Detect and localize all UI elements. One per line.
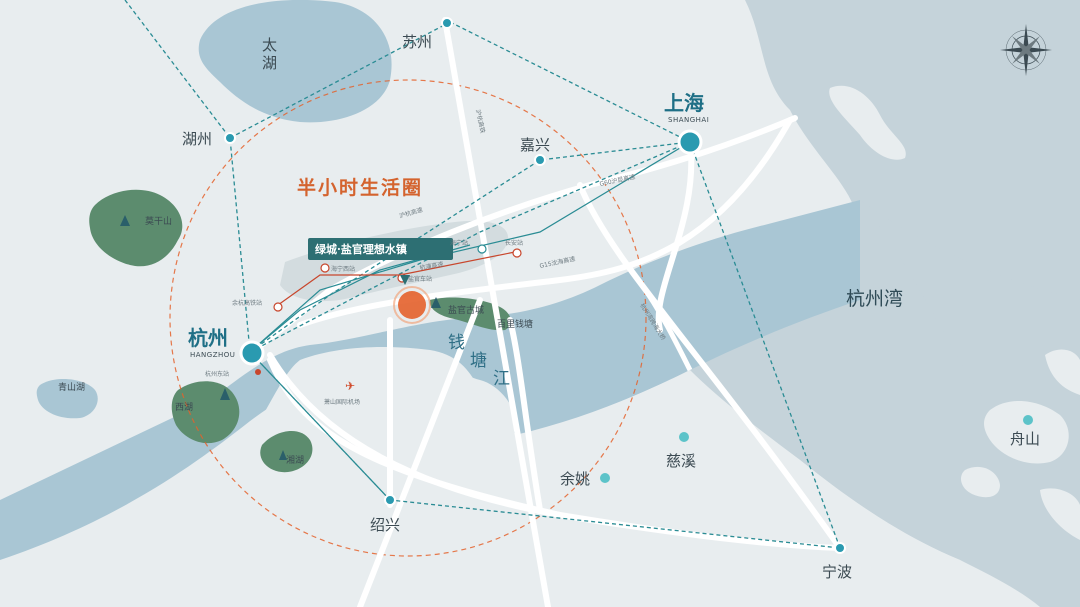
jiaxing-label: 嘉兴 [520, 136, 550, 154]
compass-rose-icon [1000, 24, 1052, 76]
baili-qiantang-label: 百里钱塘 [497, 318, 533, 330]
moganshan-forest [89, 189, 183, 267]
highway-network [252, 17, 843, 607]
qingshanhu-label: 青山湖 [58, 381, 85, 393]
yuhang-station-marker[interactable] [273, 302, 283, 312]
qiantang-label-2: 塘 [470, 351, 487, 371]
yanguan-station-label: 盐官车站 [408, 275, 432, 283]
qingshanhu-lake [36, 378, 98, 419]
xianghu-tree-icon [279, 450, 287, 460]
half-hour-circle [169, 79, 647, 557]
hangzhou-east-marker[interactable] [255, 369, 261, 375]
zhoushan-island [984, 400, 1069, 464]
island-2 [1045, 349, 1080, 395]
ningbo-label: 宁波 [822, 563, 852, 581]
yanguan-tree-icon [431, 297, 441, 308]
island-4 [1040, 488, 1080, 540]
hangzhou-bay-bridge [637, 280, 693, 372]
project-marker[interactable] [393, 286, 431, 324]
huzhou-label: 湖州 [182, 130, 212, 148]
taihu-label-2: 湖 [262, 54, 277, 72]
yuyao-marker[interactable] [600, 473, 610, 483]
shaoxing-marker[interactable] [384, 494, 396, 506]
qiantang-label-3: 江 [493, 369, 510, 389]
changan-station-label: 长安站 [505, 239, 523, 247]
map-title: 半小时生活圈 [297, 176, 423, 199]
project-label: 绿城·盐官理想水镇 [315, 242, 407, 256]
airport-icon: ✈ [345, 379, 355, 393]
xihu-tree-icon [220, 388, 230, 400]
shanghai-label: 上海 [664, 91, 704, 115]
huzhou-marker[interactable] [224, 132, 236, 144]
island-1 [829, 85, 906, 160]
xianghu-forest [260, 430, 313, 473]
moganshan-label: 莫干山 [145, 215, 172, 227]
haining-west-marker[interactable] [320, 263, 330, 273]
suzhou-marker[interactable] [441, 17, 453, 29]
yanguan-forest [429, 297, 511, 331]
zhoushan-marker[interactable] [1023, 415, 1033, 425]
taihu-label-1: 太 [262, 36, 277, 54]
hangzhou-marker[interactable] [239, 340, 265, 366]
city-markers [224, 17, 1033, 554]
haining-west-label: 海宁西站 [331, 265, 355, 273]
jiaxing-marker[interactable] [534, 154, 546, 166]
hangzhou-en-label: HANGZHOU [190, 351, 235, 359]
project-banner [308, 238, 453, 260]
moganshan-tree-icon [120, 215, 130, 226]
qiantang-label-1: 钱 [448, 333, 465, 353]
zhoushan-label: 舟山 [1010, 430, 1040, 448]
project-pin [400, 275, 410, 285]
yuyao-label: 余姚 [560, 470, 590, 488]
shanghai-en-label: SHANGHAI [668, 116, 709, 124]
shaoxing-label: 绍兴 [370, 516, 400, 534]
red-rail-link [277, 251, 516, 306]
xihu-label: 西湖 [175, 402, 193, 413]
suzhou-label: 苏州 [402, 33, 432, 51]
changan-station-marker[interactable] [512, 248, 522, 258]
xiaoshan-airport-label: 萧山国际机场 [324, 398, 360, 406]
haining-station-label: 海宁站 [450, 239, 468, 247]
hangzhou-east-label: 杭州东站 [205, 370, 229, 378]
yanguan-gucheng-label: 盐官古城 [448, 304, 484, 316]
yuhang-station-label: 余杭高铁站 [232, 299, 262, 307]
haining-station-marker[interactable] [477, 244, 487, 254]
cixi-marker[interactable] [679, 432, 689, 442]
cixi-label: 慈溪 [666, 452, 696, 470]
hangzhou-label: 杭州 [188, 326, 228, 350]
island-3 [960, 466, 1000, 498]
taihu-lake [198, 0, 392, 123]
hangzhou-bay-label: 杭州湾 [846, 288, 903, 310]
xianghu-label: 湘湖 [286, 454, 304, 466]
ningbo-marker[interactable] [834, 542, 846, 554]
shanghai-marker[interactable] [677, 129, 703, 155]
